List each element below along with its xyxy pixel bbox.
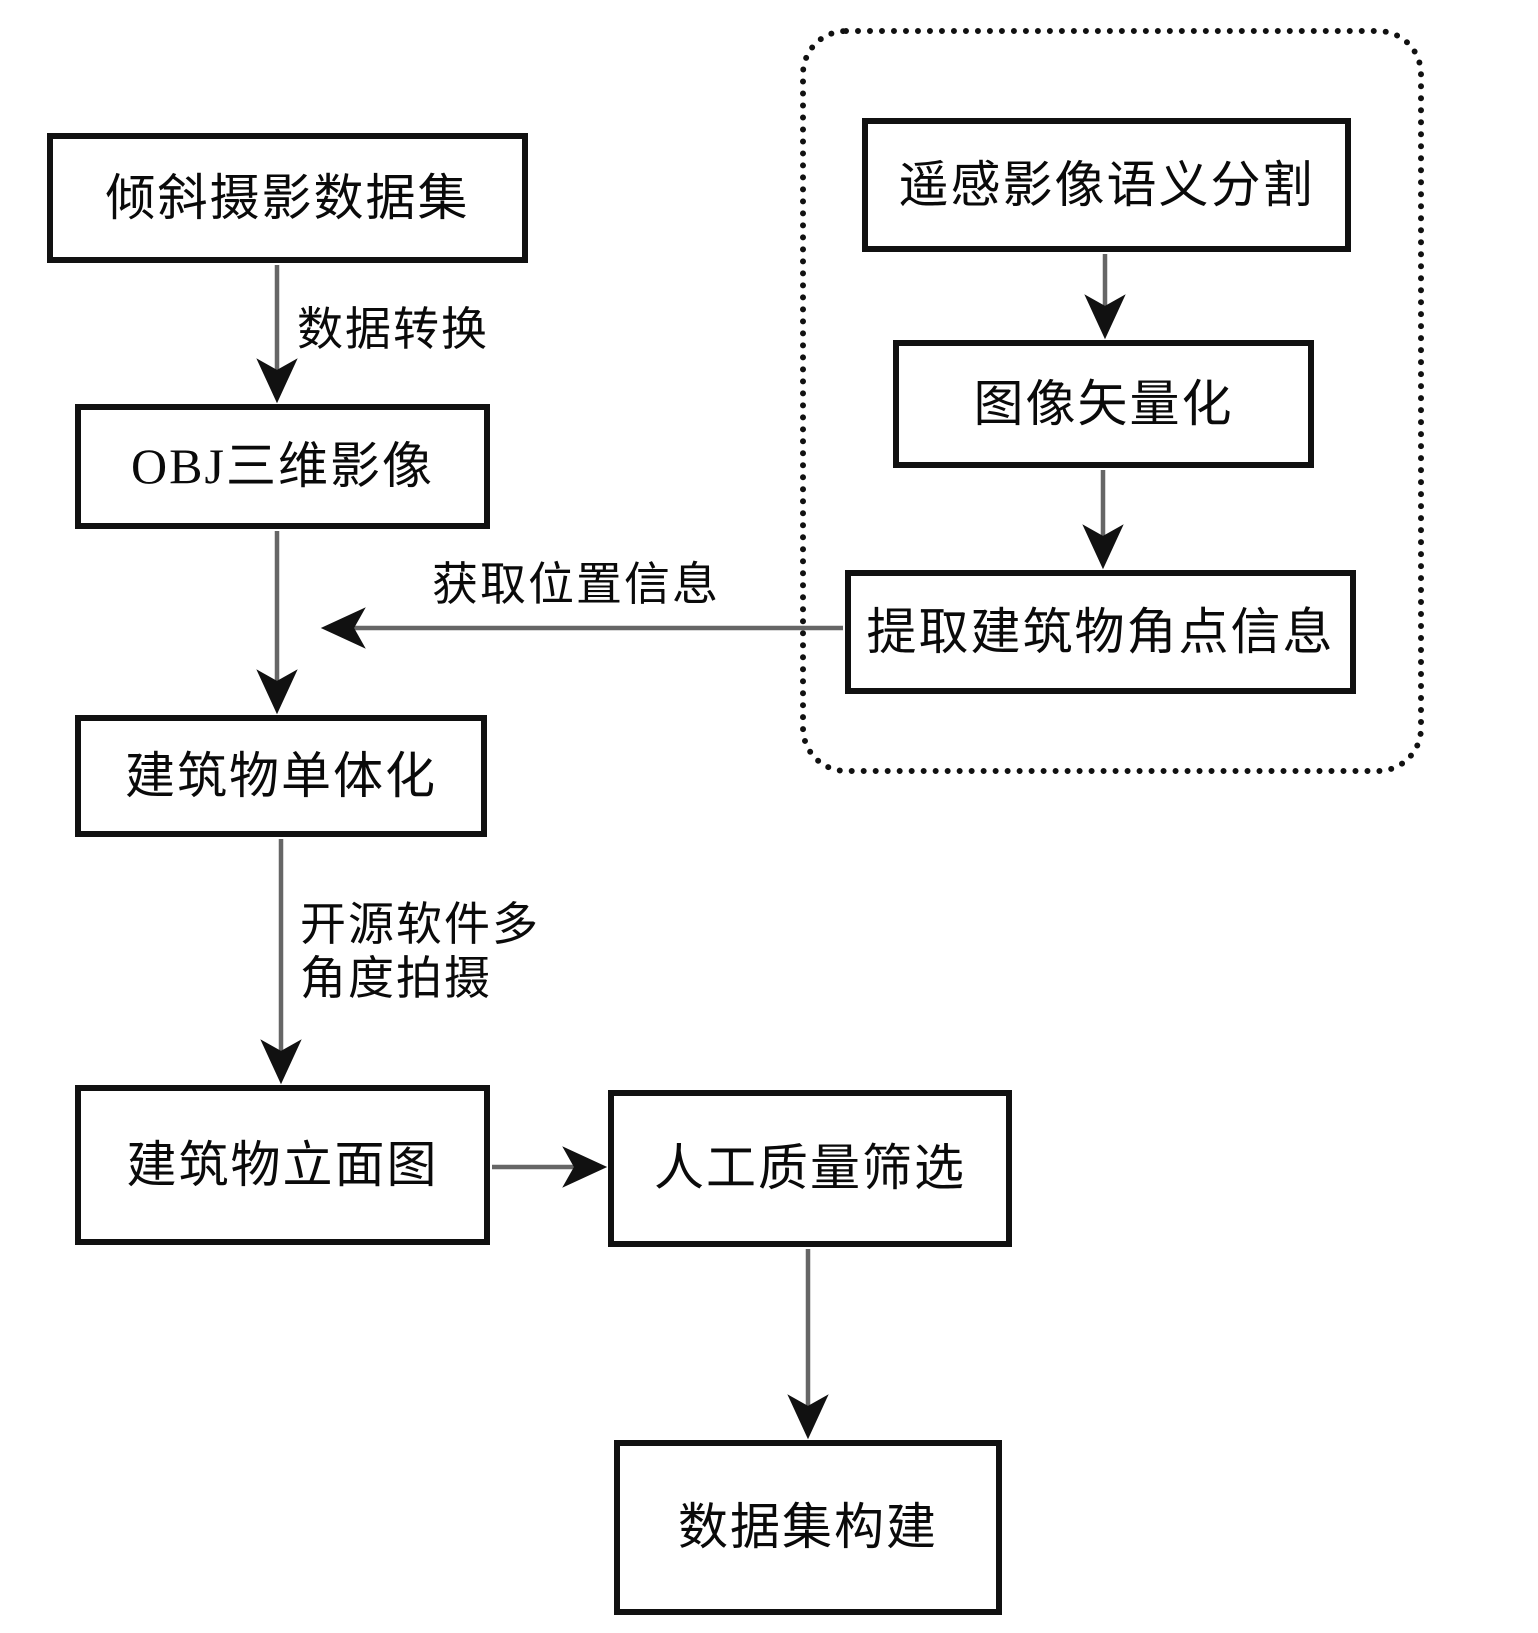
node-obj-3d-image[interactable]: OBJ三维影像 (75, 404, 490, 529)
node-label: 数据集构建 (678, 1499, 938, 1555)
node-dataset-construction[interactable]: 数据集构建 (614, 1440, 1002, 1615)
node-label: 倾斜摄影数据集 (105, 169, 470, 226)
node-remote-sensing-semantic-segmentation[interactable]: 遥感影像语义分割 (862, 118, 1351, 252)
node-label: 图像矢量化 (973, 375, 1234, 432)
node-label: 建筑物单体化 (125, 747, 437, 804)
node-building-monomerization[interactable]: 建筑物单体化 (75, 715, 487, 837)
node-label: OBJ三维影像 (131, 438, 434, 494)
node-manual-quality-screening[interactable]: 人工质量筛选 (608, 1090, 1012, 1247)
node-building-facade-drawing[interactable]: 建筑物立面图 (75, 1085, 490, 1245)
edge-label-data-conversion: 数据转换 (297, 304, 489, 355)
node-label: 提取建筑物角点信息 (866, 603, 1335, 660)
edge-label-get-location-info: 获取位置信息 (432, 559, 720, 610)
node-label: 建筑物立面图 (126, 1136, 439, 1193)
node-image-vectorization[interactable]: 图像矢量化 (893, 340, 1314, 468)
node-label: 遥感影像语义分割 (898, 156, 1315, 213)
dashed-group-container (800, 28, 1424, 774)
node-oblique-photography-dataset[interactable]: 倾斜摄影数据集 (47, 133, 528, 263)
node-extract-building-corner-info[interactable]: 提取建筑物角点信息 (845, 570, 1356, 694)
node-label: 人工质量筛选 (654, 1140, 966, 1196)
edge-label-open-source-multi-angle: 开源软件多 角度拍摄 (300, 899, 540, 1005)
